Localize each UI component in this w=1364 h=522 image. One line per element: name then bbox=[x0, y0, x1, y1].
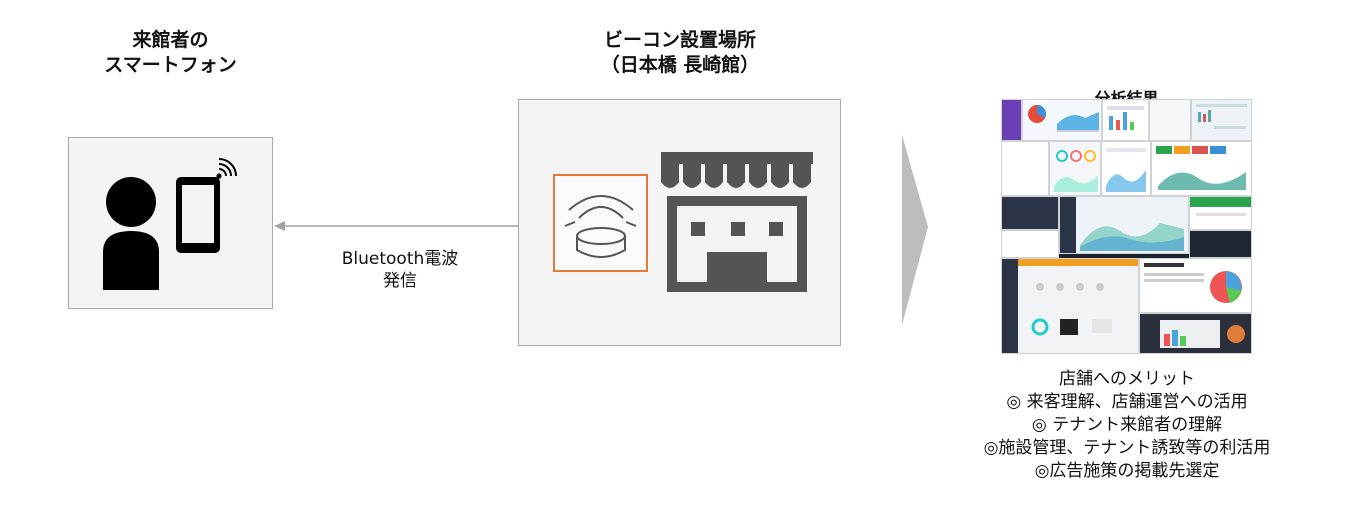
visitor-smartphone-box bbox=[68, 137, 273, 309]
dashboard-thumbnail bbox=[1151, 141, 1252, 196]
dashboard-thumbnail bbox=[1001, 258, 1139, 354]
dashboard-thumbnail bbox=[1189, 196, 1252, 230]
beacon-device bbox=[553, 174, 648, 272]
benefit-item: ◎広告施策の掲載先選定 bbox=[920, 460, 1334, 483]
dashboard-thumbnail bbox=[1189, 230, 1252, 258]
dashboard-thumbnail bbox=[1001, 230, 1059, 258]
person-with-phone-icon bbox=[69, 138, 274, 310]
dashboard-thumbnail bbox=[1102, 99, 1149, 141]
bluetooth-signal-label: Bluetooth電波 発信 bbox=[300, 248, 500, 292]
dashboard-thumbnail bbox=[1191, 99, 1252, 141]
dashboard-thumbnail bbox=[1049, 141, 1101, 196]
beacon-icon bbox=[555, 176, 646, 270]
dashboard-thumbnail bbox=[1001, 99, 1022, 141]
benefit-item: ◎ 来客理解、店舗運営への活用 bbox=[920, 391, 1334, 414]
benefit-item: ◎施設管理、テナント誘致等の利活用 bbox=[920, 437, 1334, 460]
dashboard-thumbnail bbox=[1001, 196, 1059, 230]
store-building-icon bbox=[661, 152, 821, 302]
dashboard-thumbnail bbox=[1059, 196, 1189, 254]
beacon-location-title: ビーコン設置場所 （日本橋 長崎館） bbox=[520, 28, 840, 78]
dashboard-thumbnail bbox=[1022, 99, 1102, 141]
beacon-location-box bbox=[518, 99, 841, 346]
dashboard-thumbnail bbox=[1139, 258, 1252, 313]
analytics-dashboard-collage bbox=[1001, 99, 1252, 354]
dashboard-thumbnail bbox=[1139, 313, 1252, 354]
benefits-heading: 店舗へのメリット bbox=[920, 368, 1334, 391]
benefit-item: ◎ テナント来館者の理解 bbox=[920, 414, 1334, 437]
store-benefits: 店舗へのメリット ◎ 来客理解、店舗運営への活用 ◎ テナント来館者の理解 ◎施… bbox=[920, 368, 1334, 483]
smartphone-section-title: 来館者の スマートフォン bbox=[68, 28, 273, 78]
dashboard-thumbnail bbox=[1149, 99, 1191, 141]
dashboard-thumbnail bbox=[1101, 141, 1151, 196]
dashboard-thumbnail bbox=[1001, 141, 1049, 196]
chevron-right-icon bbox=[900, 135, 940, 325]
